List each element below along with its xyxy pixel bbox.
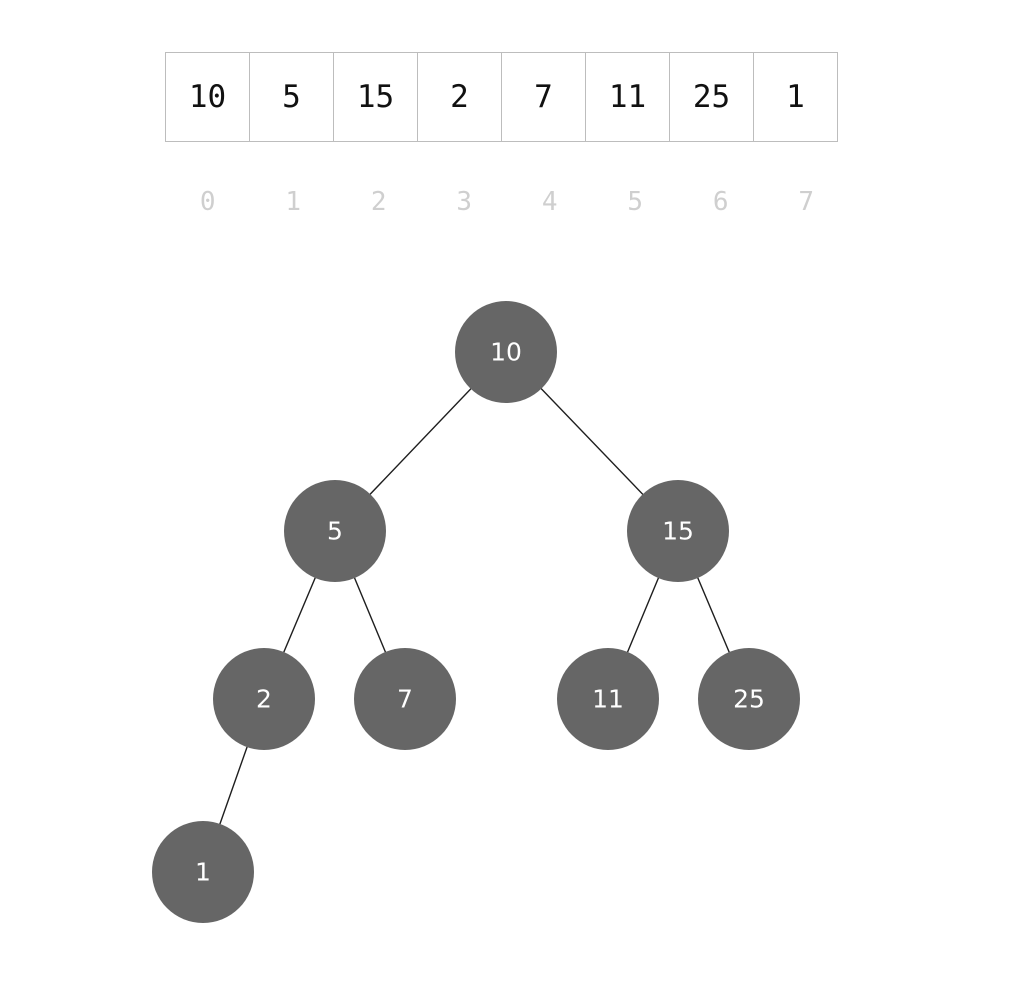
tree-node-n2: 15 (627, 480, 729, 582)
tree-node-n5: 11 (557, 648, 659, 750)
array-cell-6: 25 (670, 53, 754, 141)
tree-node-label: 10 (490, 338, 522, 367)
tree-node-n6: 25 (698, 648, 800, 750)
array-index-3: 3 (456, 187, 473, 217)
tree-node-n7: 1 (152, 821, 254, 923)
array-index-7: 7 (798, 187, 815, 217)
array-cell-1: 5 (250, 53, 334, 141)
index-row: 0 1 2 3 4 5 6 7 (165, 182, 849, 222)
tree-node-label: 15 (662, 517, 694, 546)
array-row: 10 5 15 2 7 11 25 1 (165, 52, 838, 142)
tree-node-label: 1 (195, 858, 211, 887)
tree-node-label: 11 (592, 685, 624, 714)
array-cell-7: 1 (754, 53, 838, 141)
tree-node-n0: 10 (455, 301, 557, 403)
tree-node-label: 7 (397, 685, 413, 714)
tree-node-label: 2 (256, 685, 272, 714)
array-cell-5: 11 (586, 53, 670, 141)
array-cell-4: 7 (502, 53, 586, 141)
array-cell-0: 10 (166, 53, 250, 141)
array-index-4: 4 (541, 187, 558, 217)
tree-node-label: 25 (733, 685, 765, 714)
array-cell-3: 2 (418, 53, 502, 141)
tree-node-n4: 7 (354, 648, 456, 750)
array-index-1: 1 (285, 187, 302, 217)
tree-node-n3: 2 (213, 648, 315, 750)
array-cell-2: 15 (334, 53, 418, 141)
tree-edges (202, 351, 750, 873)
array-index-2: 2 (370, 187, 387, 217)
tree-nodes: 10 5 15 2 7 11 25 1 (152, 301, 800, 923)
array-index-0: 0 (199, 187, 216, 217)
array-index-5: 5 (627, 187, 644, 217)
array-index-6: 6 (712, 187, 729, 217)
tree-node-label: 5 (327, 517, 343, 546)
tree-node-n1: 5 (284, 480, 386, 582)
